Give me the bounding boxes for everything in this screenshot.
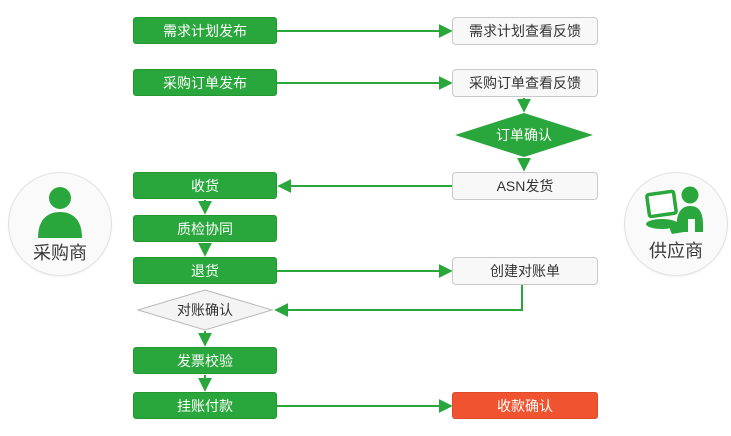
node-po-publish: 采购订单发布 [133, 69, 277, 96]
node-create-statement: 创建对账单 [452, 257, 598, 285]
node-reconcile-confirm-diamond: 对账确认 [137, 289, 273, 331]
order-diamond-shape [455, 113, 593, 157]
node-plan-feedback: 需求计划查看反馈 [452, 17, 598, 45]
supplier-label: 供应商 [649, 241, 703, 261]
supplier-avatar-icon [645, 186, 704, 234]
node-receive-goods: 收货 [133, 172, 277, 199]
connector-statement-to-reconcile [274, 285, 523, 317]
node-book-payment: 挂账付款 [133, 392, 277, 419]
reconcile-diamond-shape [137, 289, 273, 331]
node-quality-collab: 质检协同 [133, 215, 277, 242]
node-receipt-confirm: 收款确认 [452, 392, 598, 419]
buyer-label: 采购商 [33, 243, 87, 263]
node-asn-ship: ASN发货 [452, 172, 598, 200]
node-invoice-check: 发票校验 [133, 347, 277, 374]
node-order-confirm-diamond: 订单确认 [455, 113, 593, 157]
supplier-actor: 供应商 [624, 172, 728, 276]
node-plan-publish: 需求计划发布 [133, 17, 277, 44]
node-po-feedback: 采购订单查看反馈 [452, 69, 598, 97]
node-return-goods: 退货 [133, 257, 277, 284]
buyer-actor: 采购商 [8, 172, 112, 276]
buyer-avatar-icon [38, 187, 82, 238]
node-order-confirm-label: 订单确认 [496, 127, 552, 143]
node-reconcile-confirm-label: 对账确认 [177, 302, 233, 318]
